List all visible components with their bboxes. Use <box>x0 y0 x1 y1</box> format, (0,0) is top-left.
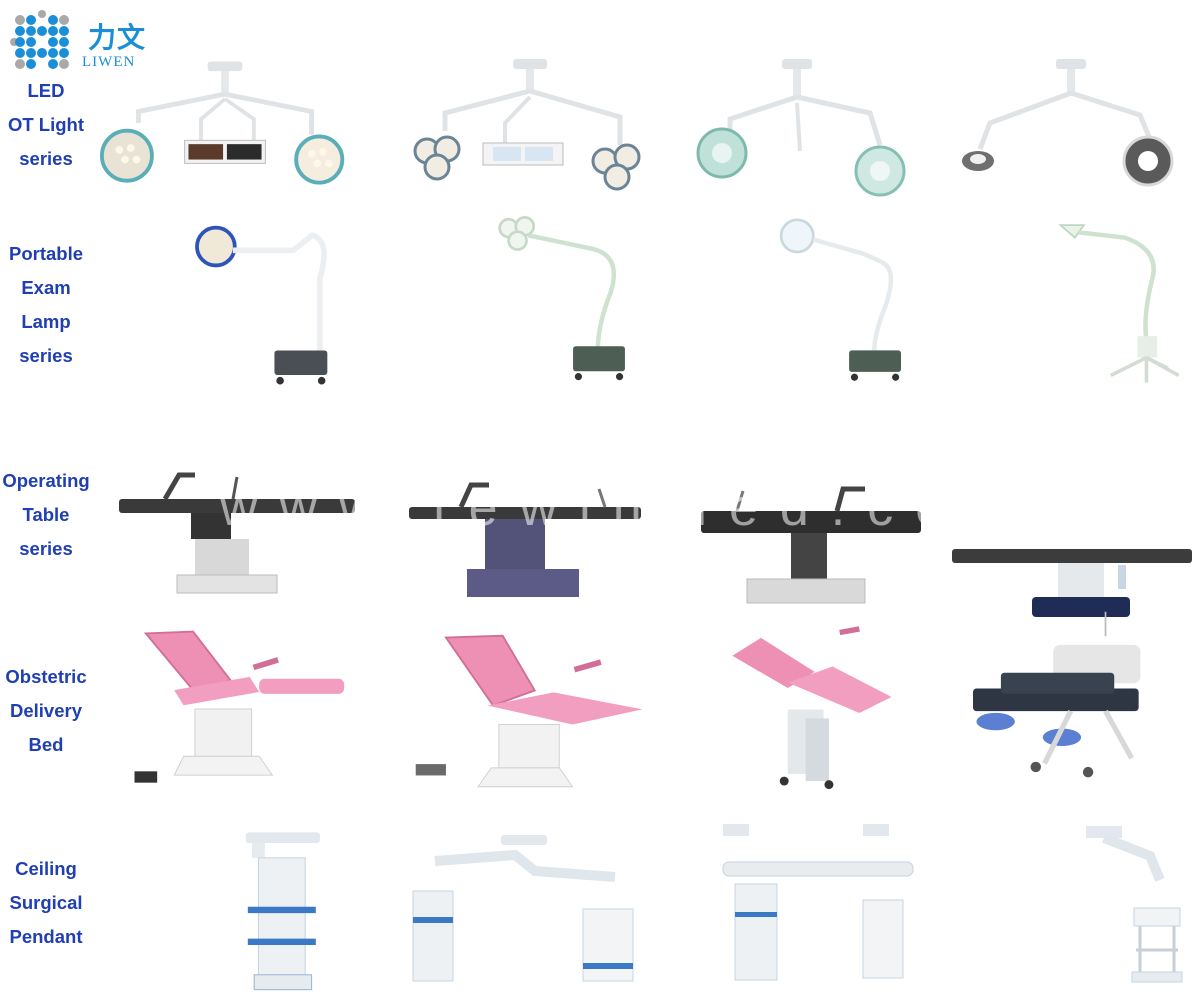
label-line: Operating <box>2 470 90 491</box>
label-line: OT Light <box>7 114 85 135</box>
operating-table-purple <box>405 448 655 618</box>
row-label-operating-table: Operating Table series <box>0 464 92 566</box>
operating-table-icon <box>952 549 1192 617</box>
delivery-bed-icon <box>732 626 892 790</box>
label-line: series <box>19 148 73 169</box>
brand-name-en: LIWEN <box>82 54 136 70</box>
delivery-bed-pink-3 <box>712 620 962 790</box>
pendant-icon <box>245 832 321 991</box>
exam-lamp-icon <box>195 225 328 385</box>
exam-lamp-led-white <box>725 218 975 388</box>
ot-light-halogen-green <box>690 38 940 208</box>
exam-lamp-star-base <box>1000 218 1200 388</box>
exam-lamp-led-blue <box>140 222 390 392</box>
dots-logo-icon <box>10 10 69 69</box>
label-line: Bed <box>28 734 64 755</box>
operating-table-icon <box>701 486 921 604</box>
label-line: series <box>19 538 73 559</box>
label-line: Delivery <box>10 700 82 721</box>
operating-table-black-top <box>697 452 947 622</box>
label-line: Portable <box>8 243 84 264</box>
label-line: Table <box>22 504 70 525</box>
ot-light-double-with-monitor <box>100 38 350 208</box>
exam-lamp-icon <box>498 216 625 381</box>
row-label-obstetric-delivery-bed: Obstetric Delivery Bed <box>0 660 92 762</box>
ot-light-icon <box>696 59 906 197</box>
label-line: Obstetric <box>5 666 87 687</box>
delivery-bed-pink-2 <box>405 630 655 800</box>
pendant-bridge <box>715 820 965 990</box>
pendant-double-arm <box>405 826 655 996</box>
row-label-ceiling-surgical-pendant: Ceiling Surgical Pendant <box>0 852 92 954</box>
row-label-portable-exam-lamp: Portable Exam Lamp series <box>0 237 92 373</box>
pendant-single-arm <box>160 826 410 996</box>
delivery-bed-icon <box>134 630 345 783</box>
row-label-led-ot-light: LED OT Light series <box>0 74 92 176</box>
operating-table-icon <box>119 472 355 594</box>
operating-table-electric <box>948 490 1198 660</box>
exam-lamp-icon <box>779 218 901 381</box>
label-line: series <box>19 345 73 366</box>
brand-name-cn: 力文 <box>88 21 147 54</box>
operating-table-icon <box>409 482 641 597</box>
ot-light-icon <box>100 61 345 185</box>
pendant-icon <box>722 824 914 981</box>
label-line: Lamp <box>21 311 71 332</box>
ot-light-petal-with-monitor <box>405 38 655 208</box>
delivery-bed-icon <box>415 634 643 788</box>
label-line: Ceiling <box>15 858 77 879</box>
ot-light-icon <box>413 59 641 191</box>
label-line: Surgical <box>9 892 83 913</box>
label-line: LED <box>27 80 65 101</box>
delivery-bed-pink-1 <box>120 624 370 794</box>
operating-table-steel <box>115 448 365 618</box>
ot-light-halogen-dark <box>950 38 1200 208</box>
pendant-compact <box>1020 820 1200 990</box>
exam-lamp-icon <box>1058 224 1180 383</box>
exam-lamp-petal-green <box>440 212 690 382</box>
label-line: Pendant <box>9 926 83 947</box>
label-line: Exam <box>21 277 71 298</box>
brand-logo: 力文 LIWEN <box>10 6 150 72</box>
delivery-bed-icon <box>973 611 1141 778</box>
pendant-icon <box>412 835 634 982</box>
delivery-bed-electric-dark <box>950 610 1200 780</box>
pendant-icon <box>1086 826 1183 983</box>
ot-light-icon <box>962 59 1174 187</box>
